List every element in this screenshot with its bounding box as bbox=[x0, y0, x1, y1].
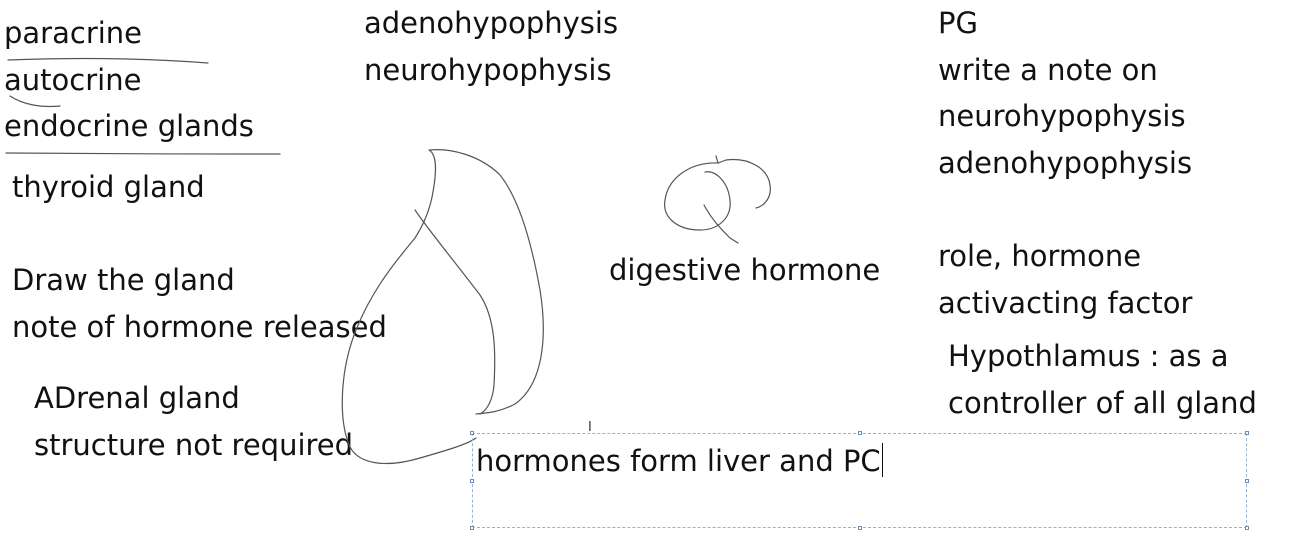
note-line: structure not required bbox=[34, 427, 354, 462]
text-caret bbox=[881, 443, 884, 477]
note-line: autocrine bbox=[4, 62, 142, 97]
note-line: controller of all gland bbox=[948, 385, 1257, 420]
note-line: thyroid gland bbox=[12, 170, 205, 204]
note-line: adenohypophysis bbox=[938, 145, 1193, 180]
note-thyroid: thyroid gland bbox=[12, 164, 205, 211]
resize-handle-top-left[interactable] bbox=[470, 431, 474, 435]
underline-stroke bbox=[5, 152, 281, 155]
note-line: Hypothlamus : as a bbox=[948, 339, 1229, 373]
resize-handle-bottom[interactable] bbox=[858, 526, 862, 530]
note-line: PG bbox=[938, 6, 978, 40]
note-line: paracrine bbox=[4, 16, 143, 50]
resize-handle-right[interactable] bbox=[1245, 479, 1249, 483]
resize-handle-bottom-right[interactable] bbox=[1245, 526, 1249, 530]
sketch-stroke bbox=[703, 204, 739, 244]
text-box-text: hormones form liver and PC bbox=[476, 444, 881, 478]
note-line: ADrenal gland bbox=[34, 381, 240, 415]
note-line: neurohypophysis bbox=[364, 52, 612, 87]
gland-drawing-stroke bbox=[414, 209, 496, 415]
note-pituitary-parts: adenohypophysis neurohypophysis bbox=[364, 0, 618, 93]
resize-handle-top[interactable] bbox=[858, 431, 862, 435]
gland-drawing-stroke bbox=[429, 149, 544, 415]
note-line: role, hormone bbox=[938, 239, 1142, 273]
note-adrenal: ADrenal gland structure not required bbox=[34, 375, 353, 468]
note-line: Draw the gland bbox=[12, 263, 235, 297]
note-gland-types: paracrine autocrine endocrine glands bbox=[4, 10, 254, 150]
ibeam-cursor-icon: Ⅰ bbox=[588, 420, 592, 435]
note-digestive: digestive hormone bbox=[609, 247, 880, 294]
note-line: activacting factor bbox=[938, 285, 1193, 320]
note-role: role, hormone activacting factor bbox=[938, 233, 1192, 326]
resize-handle-left[interactable] bbox=[470, 479, 474, 483]
sketch-stroke bbox=[715, 155, 771, 209]
note-line: digestive hormone bbox=[609, 253, 881, 287]
note-pg: PG write a note on neurohypophysis adeno… bbox=[938, 0, 1192, 186]
note-line: adenohypophysis bbox=[364, 6, 619, 40]
note-line: endocrine glands bbox=[4, 109, 254, 143]
resize-handle-top-right[interactable] bbox=[1245, 431, 1249, 435]
text-box-content[interactable]: hormones form liver and PC bbox=[476, 438, 884, 484]
note-line: write a note on bbox=[938, 52, 1158, 87]
note-line: note of hormone released bbox=[12, 309, 387, 344]
text-box[interactable]: hormones form liver and PC bbox=[470, 431, 1249, 530]
note-hypothalamus: Hypothlamus : as a controller of all gla… bbox=[948, 333, 1257, 426]
resize-handle-bottom-left[interactable] bbox=[470, 526, 474, 530]
note-line: neurohypophysis bbox=[938, 99, 1186, 133]
note-draw-gland: Draw the gland note of hormone released bbox=[12, 257, 387, 350]
sketch-stroke bbox=[664, 162, 731, 231]
